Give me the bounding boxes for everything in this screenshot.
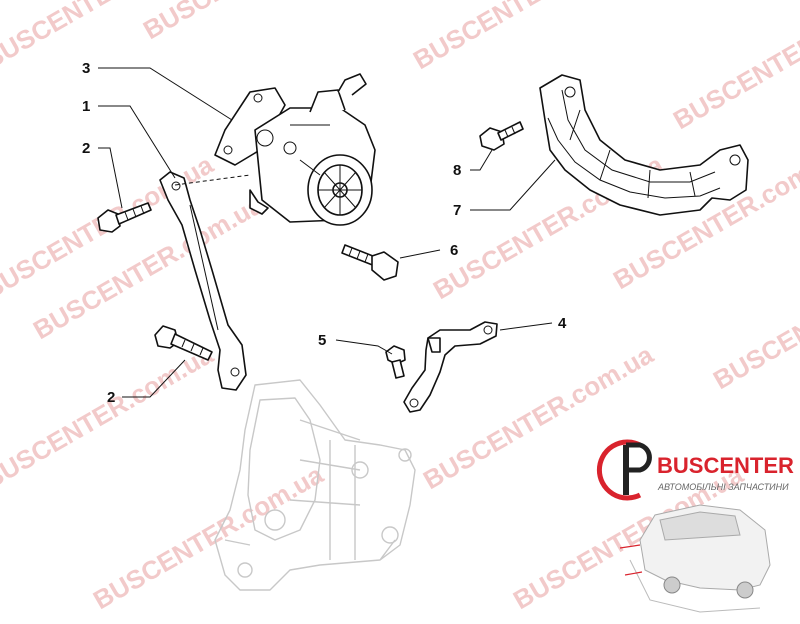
bracket-7 [539,74,749,216]
leader-6 [399,249,441,259]
callout-5: 5 [318,332,326,349]
watermark-text: BUSCENTER.com.ua [408,0,649,75]
bolt-2-top [97,202,152,233]
watermark-text: BUSCENTER.com.ua [88,459,329,615]
leader-8 [470,149,493,171]
leader-5 [335,339,393,355]
leader-2-bottom [122,359,186,398]
dash-line [174,174,251,186]
watermark-text: BUSCENTER.com.ua [708,239,800,395]
leader-7 [470,159,556,211]
leader-4 [499,322,553,331]
bolt-8 [479,121,524,151]
bolt-5 [385,345,406,379]
leader-1 [98,105,176,179]
watermark-text: BUSCENTER.com.ua [418,339,659,495]
watermark-text: BUSCENTER.com.ua [668,0,800,135]
callout-3: 3 [82,60,90,77]
callout-7: 7 [453,202,461,219]
bolt-6 [341,244,399,281]
mounting-bracket-ghost [214,379,416,591]
support-rod [159,171,247,391]
logo-brand-text: BUSCENTER [657,453,794,478]
van-illustration [619,504,771,613]
callout-4: 4 [558,315,567,332]
callout-1: 1 [82,98,90,115]
bracket-4 [403,321,498,413]
watermark-text: BUSCENTER.com.ua [0,339,219,495]
callout-2-bottom: 2 [107,389,115,406]
callout-labels: 3 1 2 8 7 6 5 4 2 [82,60,567,406]
callout-2-top: 2 [82,140,90,157]
callout-8: 8 [453,162,461,179]
buscenter-logo: BUSCENTER АВТОМОБІЛЬНІ ЗАПЧАСТИНИ [596,439,794,501]
logo-tagline: АВТОМОБІЛЬНІ ЗАПЧАСТИНИ [657,482,789,492]
leader-3 [98,67,233,121]
bolt-2-bottom [154,325,213,361]
watermark-text: BUSCENTER.com.ua [138,0,379,45]
callout-6: 6 [450,242,458,259]
leader-lines [98,67,556,398]
power-steering-pump [214,73,376,226]
leader-2-top [98,147,123,209]
